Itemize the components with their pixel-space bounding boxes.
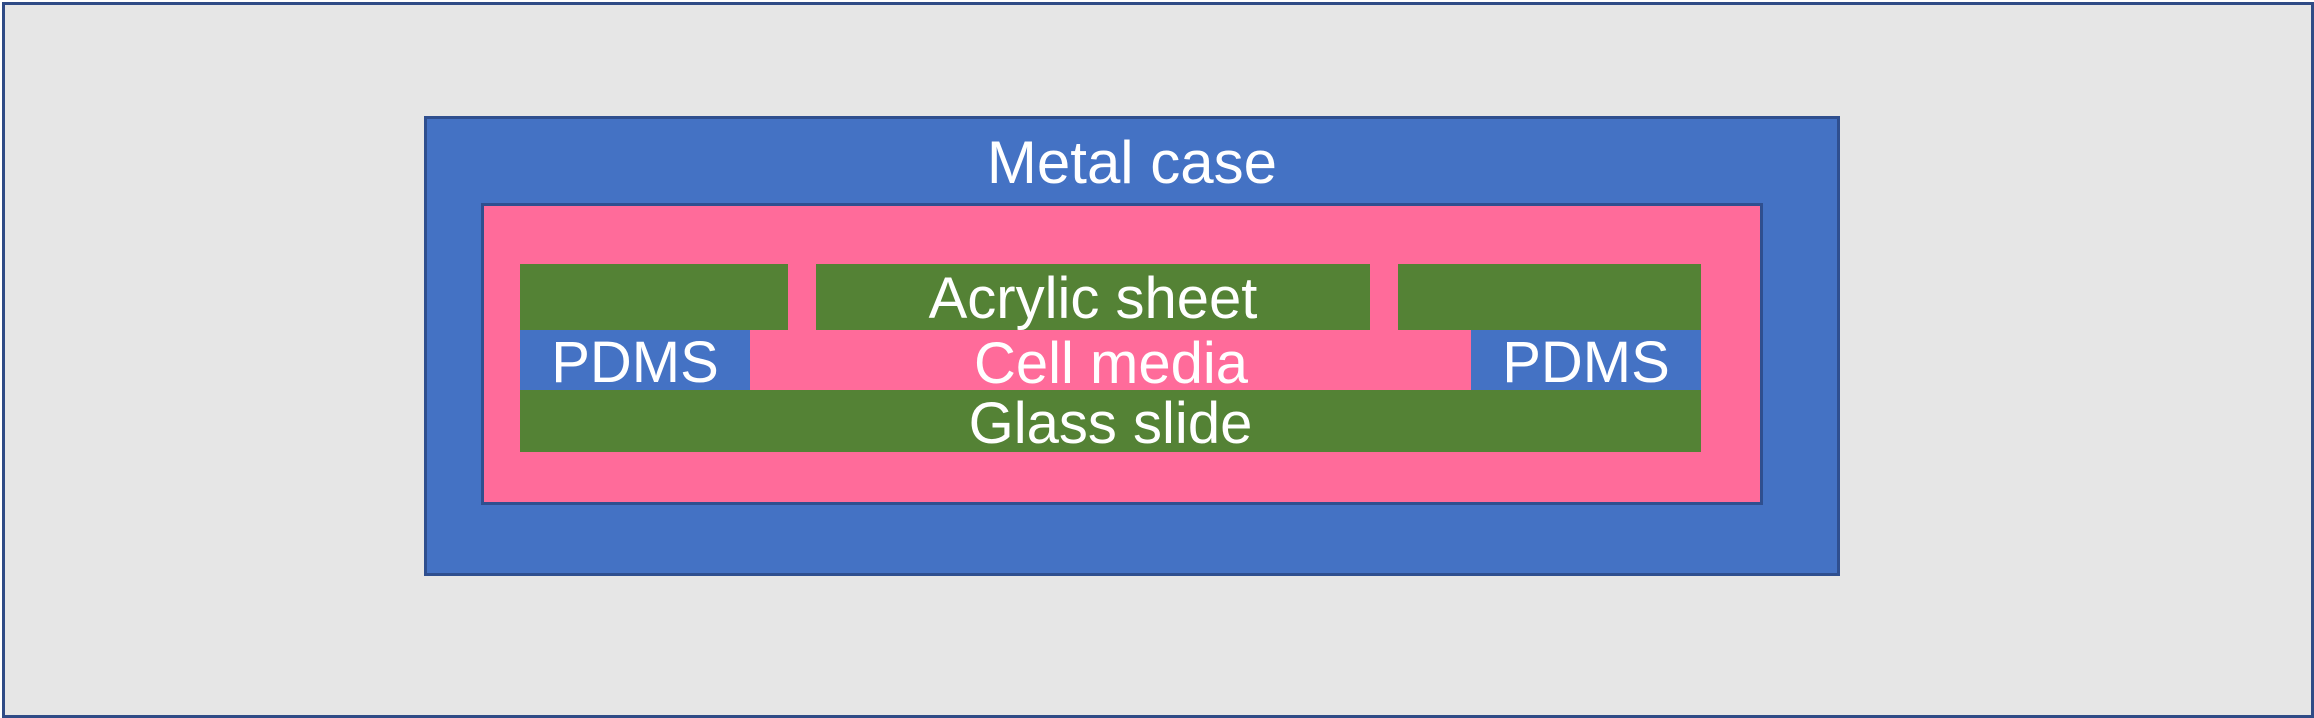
glass-slide-layer bbox=[520, 390, 1701, 452]
pdms-left-label: PDMS bbox=[551, 330, 719, 395]
acrylic-sheet-right-segment bbox=[1398, 264, 1701, 330]
pdms-left-spacer bbox=[520, 330, 750, 390]
cell-media-label: Cell media bbox=[974, 331, 1248, 396]
pdms-right-spacer bbox=[1471, 330, 1701, 390]
acrylic-sheet-left-segment bbox=[520, 264, 788, 330]
acrylic-sheet-label: Acrylic sheet bbox=[928, 266, 1258, 331]
acrylic-sheet-center-segment bbox=[816, 264, 1370, 330]
glass-slide-label: Glass slide bbox=[968, 391, 1253, 456]
pdms-right-label: PDMS bbox=[1502, 330, 1670, 395]
metal-case-label: Metal case bbox=[986, 129, 1278, 196]
